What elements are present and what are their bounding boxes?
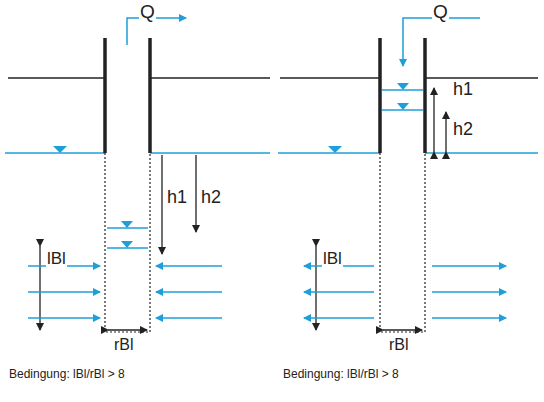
head-label: h2 bbox=[452, 120, 474, 140]
condition-note: Bedingung: lBl/rBl > 8 bbox=[282, 368, 400, 381]
radius-label: rBl bbox=[113, 336, 135, 354]
radius-label: rBl bbox=[388, 336, 410, 354]
head-label: h2 bbox=[200, 188, 222, 208]
flow-label: Q bbox=[139, 2, 156, 23]
length-label: lBl bbox=[322, 250, 343, 269]
flow-label: Q bbox=[432, 2, 449, 23]
head-label: h1 bbox=[452, 80, 474, 100]
length-label: lBl bbox=[46, 250, 67, 269]
condition-note: Bedingung: lBl/rBl > 8 bbox=[8, 368, 126, 381]
head-label: h1 bbox=[166, 188, 188, 208]
